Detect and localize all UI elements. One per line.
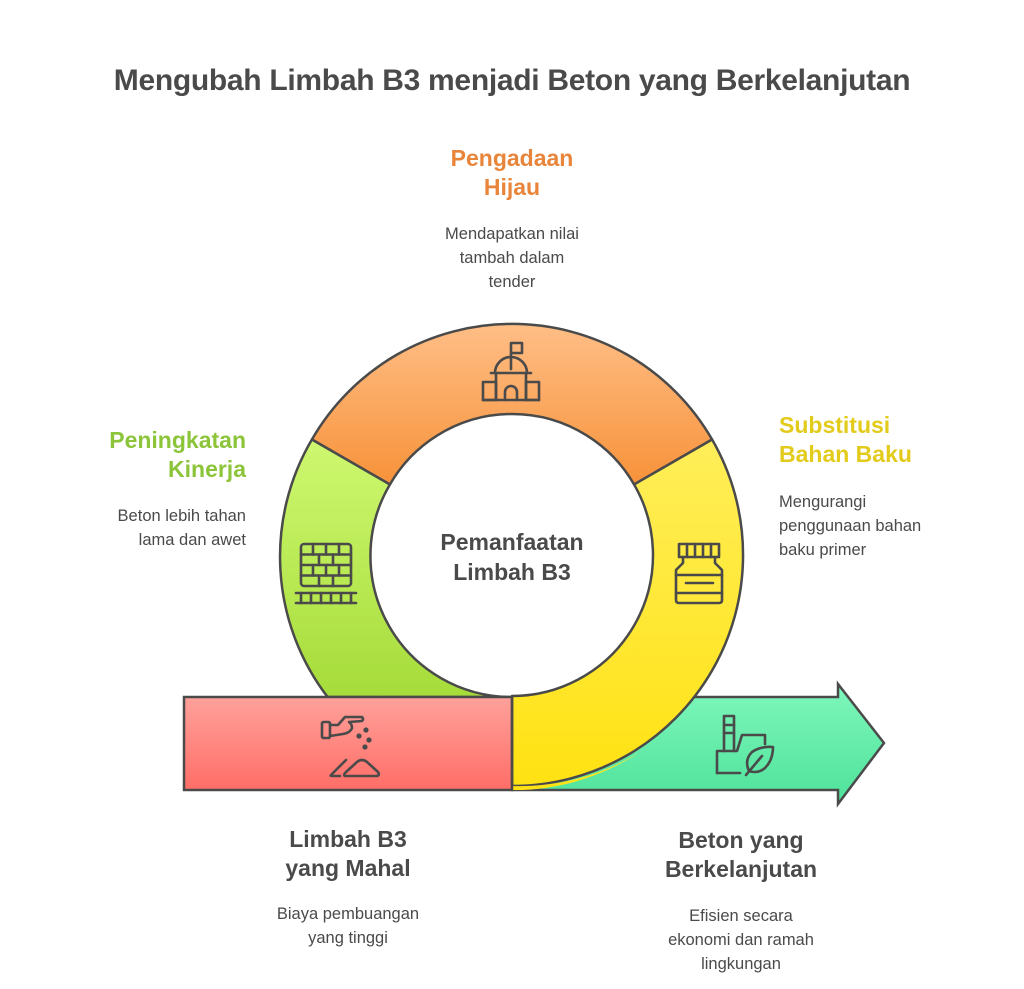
stage-title-substitusi-bahan-baku: Substitusi Bahan Baku <box>779 411 979 469</box>
segment-peningkatan-kinerja <box>278 438 514 699</box>
stage-desc-line: Mengurangi <box>779 493 867 511</box>
jar-icon <box>674 542 724 605</box>
stage-desc-line: Efisien secara <box>689 907 793 925</box>
segment-substitusi-bahan-baku <box>510 438 745 788</box>
stage-desc-pengadaan-hijau: Mendapatkan nilai tambah dalam tender <box>412 222 612 294</box>
stage-title-line: Hijau <box>483 174 541 200</box>
hand-pouring-powder-icon <box>320 715 381 778</box>
center-label-line1: Pemanfaatan <box>440 529 584 555</box>
stage-desc-line: Beton lebih tahan <box>117 507 246 525</box>
stage-desc-line: lingkungan <box>701 955 781 973</box>
government-building-icon <box>481 341 541 402</box>
stage-title-line: Kinerja <box>168 456 246 482</box>
stage-desc-beton-berkelanjutan: Efisien secara ekonomi dan ramah lingkun… <box>631 904 851 976</box>
stage-desc-line: baku primer <box>779 541 867 559</box>
segment-pengadaan-hijau <box>310 322 714 486</box>
stage-title-line: Limbah B3 <box>289 826 407 852</box>
diagram-title: Mengubah Limbah B3 menjadi Beton yang Be… <box>113 64 911 97</box>
stage-title-peningkatan-kinerja: Peningkatan Kinerja <box>46 426 246 484</box>
stage-desc-line: lama dan awet <box>138 531 246 549</box>
stage-title-line: Beton yang <box>678 827 804 853</box>
stage-desc-line: Biaya pembuangan <box>276 905 420 923</box>
stage-desc-line: tender <box>488 273 536 291</box>
stage-title-pengadaan-hijau: Pengadaan Hijau <box>412 144 612 202</box>
stage-title-beton-berkelanjutan: Beton yang Berkelanjutan <box>631 826 851 884</box>
stage-desc-line: tambah dalam <box>459 249 565 267</box>
stage-title-line: Bahan Baku <box>779 441 912 467</box>
box-limbah-b3-mahal <box>182 695 514 792</box>
stage-desc-line: ekonomi dan ramah <box>668 931 814 949</box>
brick-wall-icon <box>294 542 358 605</box>
stage-title-line: Substitusi <box>779 412 891 438</box>
center-label-line2: Limbah B3 <box>453 559 571 585</box>
stage-title-line: Berkelanjutan <box>664 856 818 882</box>
stage-desc-limbah-b3-mahal: Biaya pembuangan yang tinggi <box>248 902 448 950</box>
stage-desc-peningkatan-kinerja: Beton lebih tahan lama dan awet <box>46 504 246 552</box>
stage-desc-line: penggunaan bahan <box>779 517 922 535</box>
stage-title-line: Pengadaan <box>450 145 574 171</box>
stage-desc-line: Mendapatkan nilai <box>445 225 579 243</box>
center-label: Pemanfaatan Limbah B3 <box>412 527 612 587</box>
stage-title-limbah-b3-mahal: Limbah B3 yang Mahal <box>248 825 448 883</box>
stage-title-line: yang Mahal <box>285 855 411 881</box>
stage-desc-substitusi-bahan-baku: Mengurangi penggunaan bahan baku primer <box>779 490 979 562</box>
stage-desc-line: yang tinggi <box>308 929 388 947</box>
stage-title-line: Peningkatan <box>109 427 246 453</box>
eco-factory-icon <box>715 714 775 777</box>
